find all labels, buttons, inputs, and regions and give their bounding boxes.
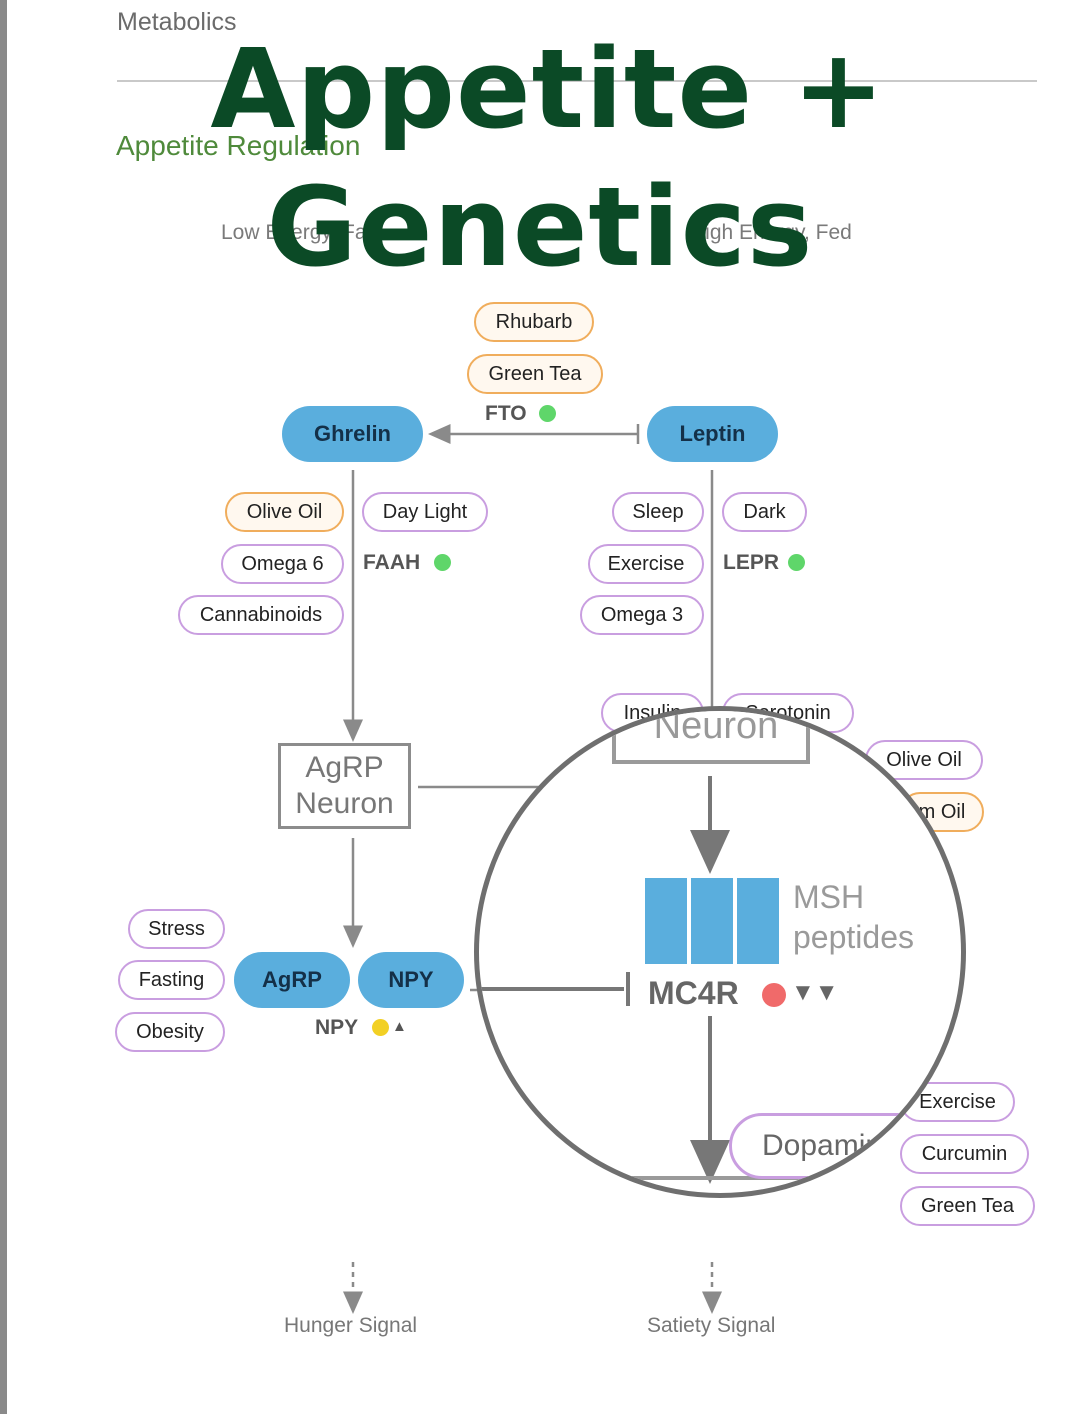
fto-gene: FTO [485,402,527,425]
npy-up-triangle-icon: ▲ [392,1018,407,1035]
msh-bar-1 [645,878,687,964]
satiety-signal-label: Satiety Signal [647,1314,776,1337]
pomc-neuron-label: Neuron [653,706,779,747]
mc4r-gene: MC4R [648,975,739,1011]
hunger-signal-label: Hunger Signal [284,1314,418,1337]
npy-gene: NPY [315,1016,359,1039]
curcumin-pill: Curcumin [900,1134,1029,1174]
day-light-pill: Day Light [362,492,488,532]
mc4r-status-dot [762,983,786,1007]
stress-pill: Stress [128,909,225,949]
agrp-neuron-line1: AgRP [305,751,384,784]
dopamine-pill: Dopamine [729,1113,961,1179]
headline-line1: Appetite + [210,25,886,153]
agrp-peptide: AgRP [234,952,350,1008]
window-left-edge [0,0,7,1414]
agrp-neuron-line2: Neuron [295,787,394,820]
omega6-pill: Omega 6 [221,544,344,584]
faah-status-dot [434,554,451,571]
sleep-pill: Sleep [612,492,704,532]
npy-status-dot [372,1019,389,1036]
green-tea-top-pill: Green Tea [467,354,603,394]
diagram-subtitle: Appetite Regulation [116,130,361,161]
header-divider [117,80,1037,82]
ghrelin-hormone: Ghrelin [282,406,423,462]
lepr-gene: LEPR [723,551,780,574]
low-energy-label: Low Energy, Fast [221,221,383,244]
msh-bar-2 [691,878,733,964]
mc4r-down-triangles-icon: ▼▼ [791,979,839,1006]
rhubarb-pill: Rhubarb [474,302,594,342]
olive-oil-pill: Olive Oil [225,492,344,532]
lepr-status-dot [788,554,805,571]
dark-pill: Dark [722,492,807,532]
faah-gene: FAAH [363,551,421,574]
headline-line2: Genetics [266,163,814,291]
agrp-neuron-box: AgRP Neuron [278,743,411,829]
high-energy-label: High Energy, Fed [690,221,852,244]
magnifier-lens: Neuron MSH peptides MC4R ▼▼ Dopamine [474,706,966,1198]
fasting-pill: Fasting [118,960,225,1000]
msh-peptides-label: MSH peptides [793,877,914,957]
omega3-pill: Omega 3 [580,595,704,635]
msh-line1: MSH [793,879,865,915]
obesity-pill: Obesity [115,1012,225,1052]
npy-peptide: NPY [358,952,464,1008]
green-tea-right-pill: Green Tea [900,1186,1035,1226]
leptin-hormone: Leptin [647,406,778,462]
section-label: Metabolics [117,8,237,36]
msh-line2: peptides [793,919,914,955]
exercise-pill: Exercise [588,544,704,584]
lens-lines [479,711,820,1193]
msh-bar-3 [737,878,779,964]
fto-status-dot [539,405,556,422]
cannabinoids-pill: Cannabinoids [178,595,344,635]
